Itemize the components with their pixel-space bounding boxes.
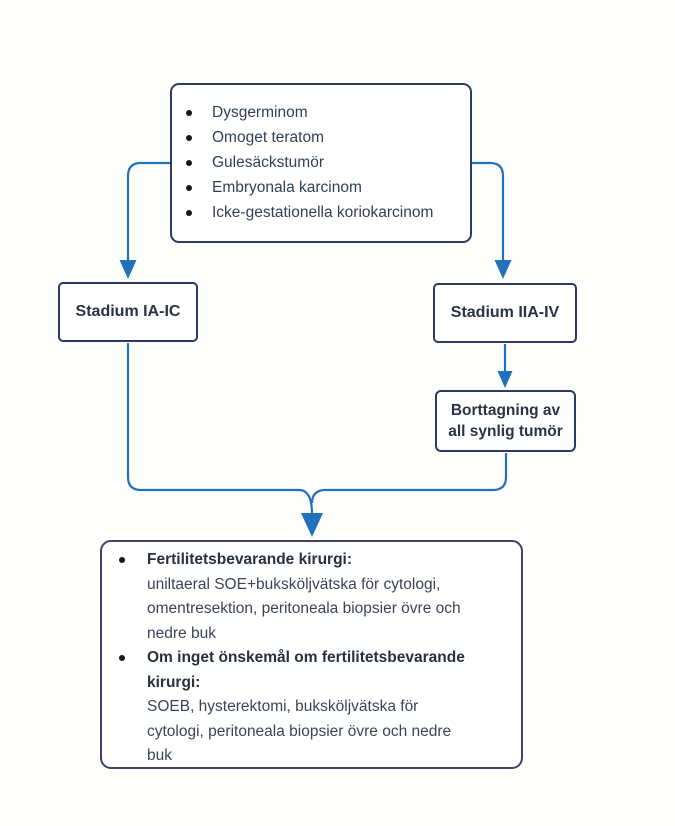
stage-ia-ic-box: Stadium IA-IC: [58, 282, 198, 342]
tumor-types-box: Dysgerminom Omoget teratom Gulesäckstumö…: [170, 83, 472, 243]
surgery-option-no-fertility-sparing: Om inget önskemål om fertilitetsbevarand…: [116, 646, 507, 769]
tumor-types-list: Dysgerminom Omoget teratom Gulesäckstumö…: [172, 100, 470, 225]
surgery-option-title: Fertilitetsbevarande kirurgi:: [147, 551, 353, 568]
arrowhead-surgery-icon: [301, 513, 323, 537]
connector-top-to-left-stage: [126, 161, 170, 261]
surgery-options-box: Fertilitetsbevarande kirurgi: uniltaeral…: [100, 540, 523, 769]
tumor-type-item: Icke-gestationella koriokarcinom: [184, 200, 470, 225]
surgery-option-fertility-sparing: Fertilitetsbevarande kirurgi: uniltaeral…: [116, 548, 507, 646]
tumor-type-item: Omoget teratom: [184, 125, 470, 150]
stage-iia-iv-box: Stadium IIA-IV: [433, 283, 577, 343]
arrowhead-right-stage-icon: [494, 260, 512, 279]
connector-top-to-right-stage: [472, 161, 505, 261]
debulking-label: Borttagning av all synlig tumör: [448, 402, 563, 440]
tumor-type-item: Dysgerminom: [184, 100, 470, 125]
stage-iia-iv-label: Stadium IIA-IV: [450, 304, 560, 321]
tumor-type-item: Gulesäckstumör: [184, 150, 470, 175]
surgery-options-list: Fertilitetsbevarande kirurgi: uniltaeral…: [102, 548, 521, 769]
connector-left-stage-to-merge: [126, 343, 314, 515]
arrowhead-left-stage-icon: [119, 260, 137, 279]
surgery-option-body: SOEB, hysterektomi, buksköljvätska för c…: [147, 698, 452, 764]
tumor-type-item: Embryonala karcinom: [184, 175, 470, 200]
stage-ia-ic-label: Stadium IA-IC: [75, 303, 181, 320]
surgery-option-body: uniltaeral SOE+buksköljvätska för cytolo…: [147, 575, 461, 642]
surgery-option-title: Om inget önskemål om fertilitetsbevarand…: [147, 649, 465, 691]
arrowhead-debulking-icon: [497, 371, 513, 388]
connector-debulking-to-merge: [310, 453, 508, 504]
debulking-box: Borttagning av all synlig tumör: [435, 390, 576, 452]
